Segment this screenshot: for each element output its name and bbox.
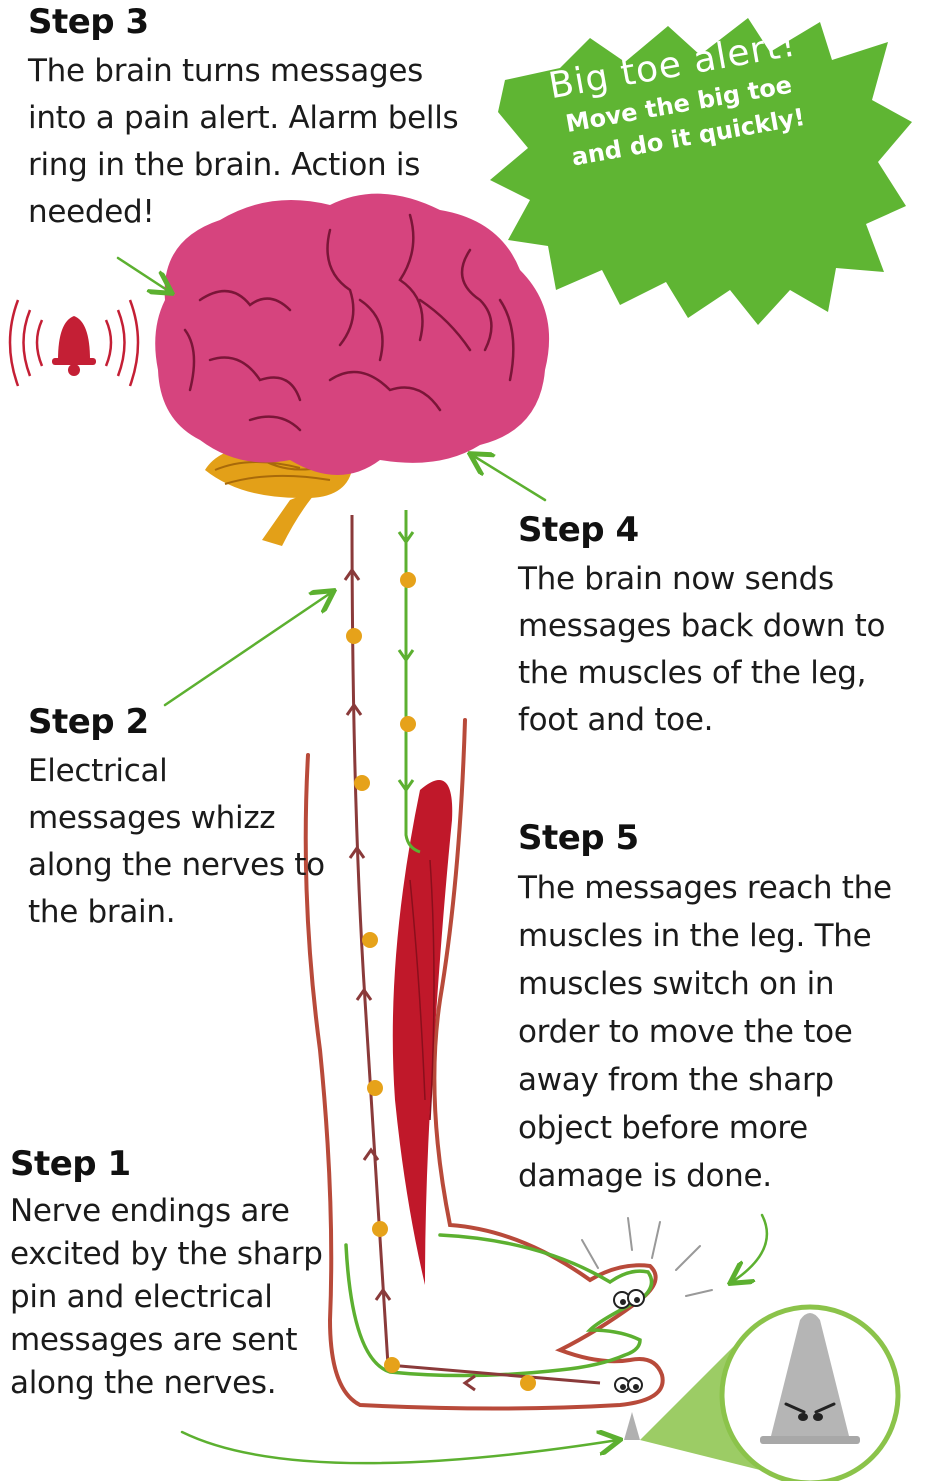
- step-5: Step 5 The messages reach the muscles in…: [518, 818, 918, 1200]
- brain-illustration: [155, 194, 549, 546]
- step-2: Step 2 Electrical messages whizz along t…: [28, 702, 328, 936]
- step-3-title: Step 3: [28, 2, 468, 42]
- step-2-title: Step 2: [28, 702, 328, 742]
- step-2-text: Electrical messages whizz along the nerv…: [28, 748, 328, 936]
- pin-icon: [624, 1307, 898, 1481]
- motor-nerve: [399, 510, 420, 852]
- step-5-text: The messages reach the muscles in the le…: [518, 864, 918, 1200]
- calf-muscle: [393, 780, 452, 1285]
- step-4: Step 4 The brain now sends messages back…: [518, 510, 918, 744]
- step-1: Step 1 Nerve endings are excited by the …: [10, 1144, 340, 1405]
- step-3-text: The brain turns messages into a pain ale…: [28, 48, 468, 236]
- step-1-title: Step 1: [10, 1144, 340, 1184]
- step-3: Step 3 The brain turns messages into a p…: [28, 2, 468, 236]
- step-4-title: Step 4: [518, 510, 918, 550]
- step-5-title: Step 5: [518, 818, 918, 858]
- alarm-bell-icon: [10, 300, 138, 386]
- step-1-text: Nerve endings are excited by the sharp p…: [10, 1190, 340, 1405]
- step-4-text: The brain now sends messages back down t…: [518, 556, 918, 744]
